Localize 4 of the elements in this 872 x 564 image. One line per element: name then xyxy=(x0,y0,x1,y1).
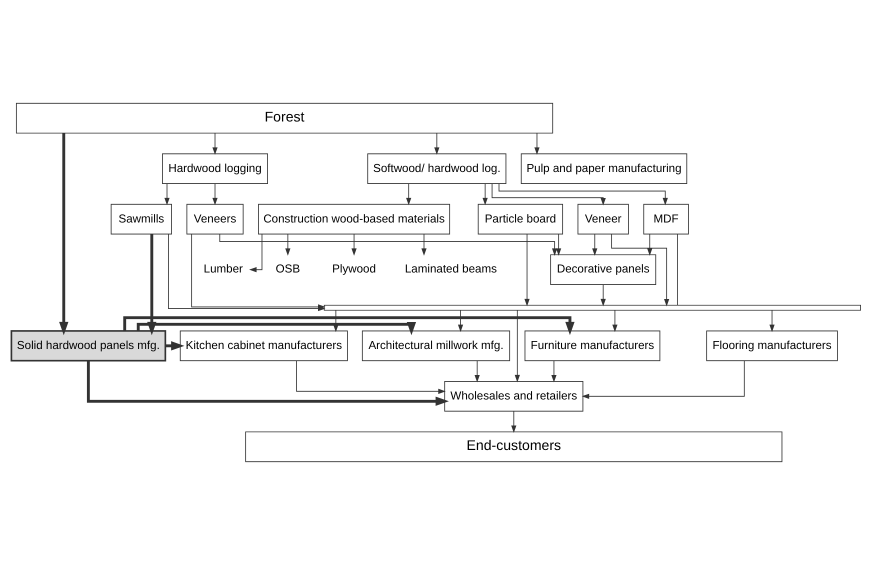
node-text: Lumber xyxy=(204,263,243,276)
node-text: Laminated beams xyxy=(404,263,497,276)
node-text: Plywood xyxy=(332,263,376,276)
node-text: OSB xyxy=(276,263,300,276)
